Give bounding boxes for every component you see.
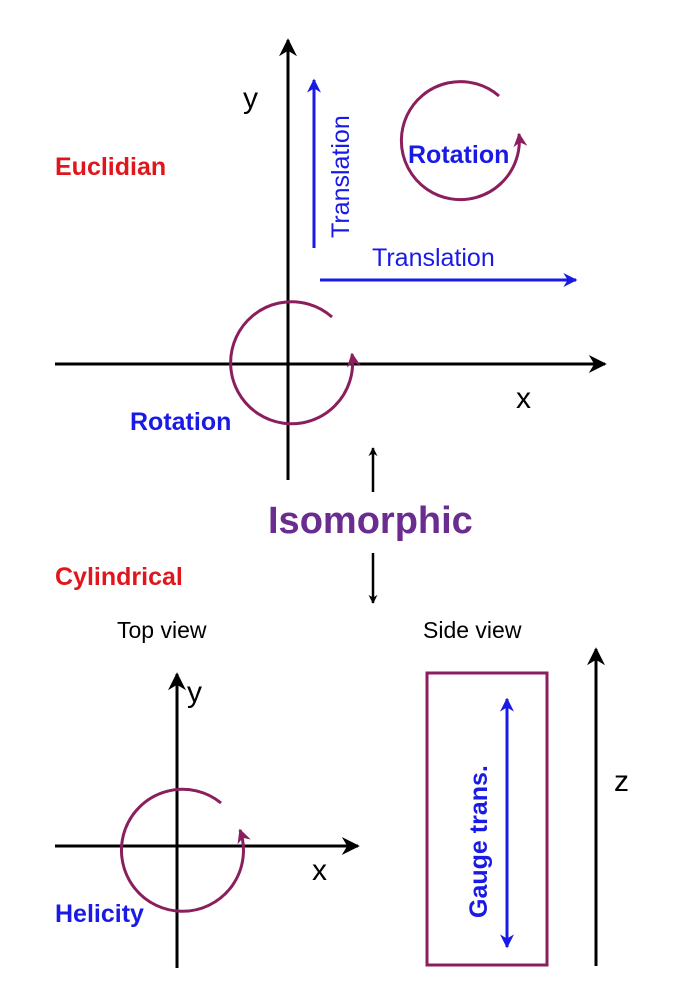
- cylindrical-title: Cylindrical: [55, 563, 183, 591]
- top-view-title: Top view: [117, 617, 207, 643]
- side-view-z-label: z: [614, 765, 629, 798]
- horizontal-translation-label: Translation: [372, 244, 495, 272]
- gauge-label: Gauge trans.: [465, 765, 493, 918]
- side-view-cylinder: [425, 671, 549, 967]
- euclidian-title: Euclidian: [55, 153, 166, 181]
- rotation-circle-inner: [399, 80, 528, 202]
- rotation-origin-label: Rotation: [130, 408, 231, 436]
- top-view-x-label: x: [312, 854, 327, 887]
- euclidian-y-label: y: [243, 82, 258, 115]
- rotation-inner-label: Rotation: [408, 141, 509, 169]
- euclidian-x-label: x: [516, 382, 531, 415]
- side-view-title: Side view: [423, 617, 522, 643]
- isomorphic-label: Isomorphic: [268, 500, 473, 542]
- vertical-translation-label: Translation: [327, 115, 355, 238]
- helicity-circle: [119, 787, 251, 913]
- rotation-circle-origin: [229, 300, 361, 426]
- helicity-label: Helicity: [55, 900, 144, 928]
- top-view-y-label: y: [187, 676, 202, 709]
